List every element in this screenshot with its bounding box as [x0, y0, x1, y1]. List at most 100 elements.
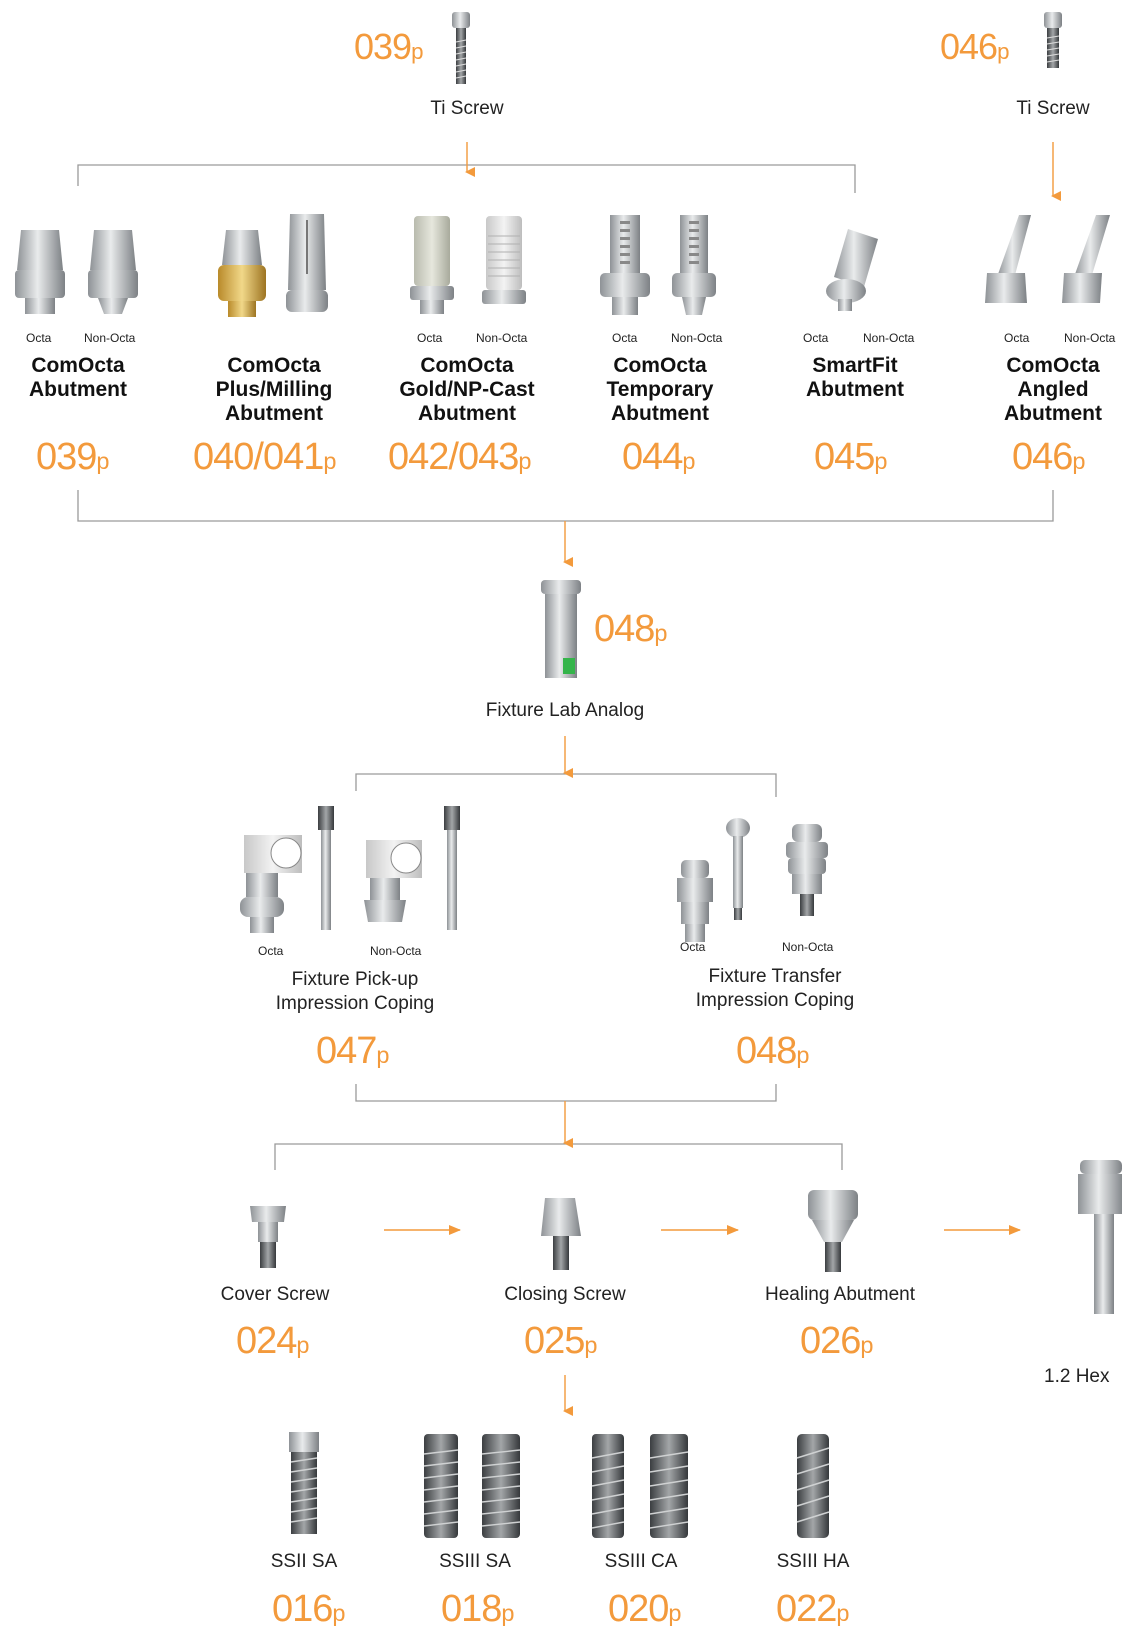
ti-screw-page-ref[interactable]: 039p: [354, 26, 424, 68]
title-line: Temporary: [606, 378, 714, 401]
fixture-ssiii-ca-1-icon: [591, 1434, 625, 1538]
page-number: 048: [736, 1030, 797, 1072]
page-number: 047: [316, 1030, 377, 1072]
label-line: Fixture Pick-up: [291, 969, 419, 990]
title-line: Abutment: [806, 378, 904, 401]
closing-screw-label: Closing Screw: [504, 1284, 626, 1305]
ti-screw-right-page-ref[interactable]: 046p: [940, 26, 1010, 68]
fixture-3-label: SSIII HA: [776, 1551, 850, 1572]
page-suffix: p: [997, 39, 1010, 64]
label-line: Fixture Transfer: [708, 966, 842, 987]
coping-bottom-bracket: [355, 1084, 777, 1102]
coping-1-octa-label: Octa: [680, 940, 706, 954]
coping-0-page-ref[interactable]: 047p: [316, 1030, 390, 1073]
analog-label: Fixture Lab Analog: [485, 700, 645, 721]
healing-abutment-page-ref[interactable]: 026p: [800, 1320, 874, 1363]
fixture-2-page-ref[interactable]: 020p: [608, 1588, 682, 1631]
title-line: ComOcta: [227, 354, 321, 377]
abutment-5-page-ref[interactable]: 046p: [1012, 436, 1086, 479]
page-suffix: p: [1072, 448, 1086, 474]
pickup-coping-octa-icon: [240, 835, 302, 933]
fixture-2-label: SSIII CA: [604, 1551, 678, 1572]
abutment-bracket: [77, 490, 1054, 522]
page-number: 042/043: [388, 436, 519, 478]
page-number: 026: [800, 1320, 861, 1362]
cover-screw-page-ref[interactable]: 024p: [236, 1320, 310, 1363]
page-suffix: p: [411, 39, 424, 64]
page-number: 039: [36, 436, 97, 478]
title-line: Plus/Milling: [215, 378, 333, 401]
title-line: Abutment: [1004, 402, 1102, 425]
page-suffix: p: [874, 448, 888, 474]
page-number: 045: [814, 436, 875, 478]
page-suffix: p: [96, 448, 110, 474]
transfer-coping-nonocta-icon: [786, 824, 828, 916]
hex-driver-icon: [1078, 1160, 1122, 1314]
page-number: 022: [776, 1588, 837, 1630]
abutment-4-octa-label: Octa: [803, 331, 829, 345]
abutment-1-page-ref[interactable]: 040/041p: [193, 436, 336, 479]
np-cast-abutment-icon: [482, 216, 526, 304]
fixture-3-page-ref[interactable]: 022p: [776, 1588, 850, 1631]
screws-bracket: [274, 1143, 843, 1170]
label-line: Impression Coping: [695, 990, 855, 1011]
page-suffix: p: [796, 1042, 810, 1068]
comocta-abutment-nonocta-icon: [88, 230, 138, 314]
ti-screw-right-label: Ti Screw: [1016, 98, 1090, 119]
title-line: Abutment: [29, 378, 127, 401]
analog-page-ref[interactable]: 048p: [594, 608, 668, 651]
comocta-abutment-octa-icon: [15, 230, 65, 314]
ti-screw-right-icon: [1044, 12, 1062, 68]
transfer-coping-octa-icon: [677, 860, 713, 942]
title-line: ComOcta: [613, 354, 707, 377]
milling-abutment-icon: [286, 214, 328, 312]
closing-screw-page-ref[interactable]: 025p: [524, 1320, 598, 1363]
label-line: Impression Coping: [275, 993, 435, 1014]
ti-screw-label: Ti Screw: [430, 98, 504, 119]
fixture-1-page-ref[interactable]: 018p: [441, 1588, 515, 1631]
abutment-1-title: ComOcta Plus/Milling Abutment: [194, 354, 354, 426]
fixture-0-label: SSII SA: [270, 1551, 338, 1572]
page-suffix: p: [682, 448, 696, 474]
temporary-abutment-nonocta-icon: [672, 215, 716, 315]
abutment-0-nonocta-label: Non-Octa: [84, 331, 136, 345]
abutment-0-page-ref[interactable]: 039p: [36, 436, 110, 479]
page-number: 048: [594, 608, 655, 650]
title-line: ComOcta: [1006, 354, 1100, 377]
pickup-coping-nonocta-icon: [364, 840, 422, 922]
fixture-0-page-ref[interactable]: 016p: [272, 1588, 346, 1631]
fixture-ssiii-ca-2-icon: [649, 1434, 689, 1538]
page-number: 044: [622, 436, 683, 478]
abutment-3-page-ref[interactable]: 044p: [622, 436, 696, 479]
page-suffix: p: [518, 448, 532, 474]
abutment-2-octa-label: Octa: [417, 331, 443, 345]
abutment-0-title: ComOcta Abutment: [8, 354, 148, 402]
title-line: SmartFit: [812, 354, 898, 377]
abutment-3-title: ComOcta Temporary Abutment: [590, 354, 730, 426]
ti-screw-icon: [452, 12, 470, 84]
abutment-2-page-ref[interactable]: 042/043p: [388, 436, 531, 479]
abutment-3-octa-label: Octa: [612, 331, 638, 345]
fixture-lab-analog-icon: [541, 580, 581, 678]
title-line: Abutment: [611, 402, 709, 425]
angled-abutment-nonocta-icon: [1062, 215, 1110, 303]
abutment-4-page-ref[interactable]: 045p: [814, 436, 888, 479]
plus-milling-abutment-icon: [218, 230, 266, 317]
pickup-screw-2-icon: [444, 806, 460, 930]
abutment-5-nonocta-label: Non-Octa: [1064, 331, 1116, 345]
angled-abutment-octa-icon: [985, 215, 1031, 303]
page-number: 046: [1012, 436, 1073, 478]
coping-1-page-ref[interactable]: 048p: [736, 1030, 810, 1073]
abutment-4-nonocta-label: Non-Octa: [863, 331, 915, 345]
page-suffix: p: [860, 1332, 874, 1358]
abutment-2-title: ComOcta Gold/NP-Cast Abutment: [382, 354, 552, 426]
abutment-4-title: SmartFit Abutment: [785, 354, 925, 402]
page-number: 018: [441, 1588, 502, 1630]
title-line: ComOcta: [420, 354, 514, 377]
temporary-abutment-octa-icon: [600, 215, 650, 315]
page-number: 020: [608, 1588, 669, 1630]
abutment-0-octa-label: Octa: [26, 331, 52, 345]
page-suffix: p: [501, 1600, 515, 1626]
page-number: 046: [940, 26, 998, 67]
